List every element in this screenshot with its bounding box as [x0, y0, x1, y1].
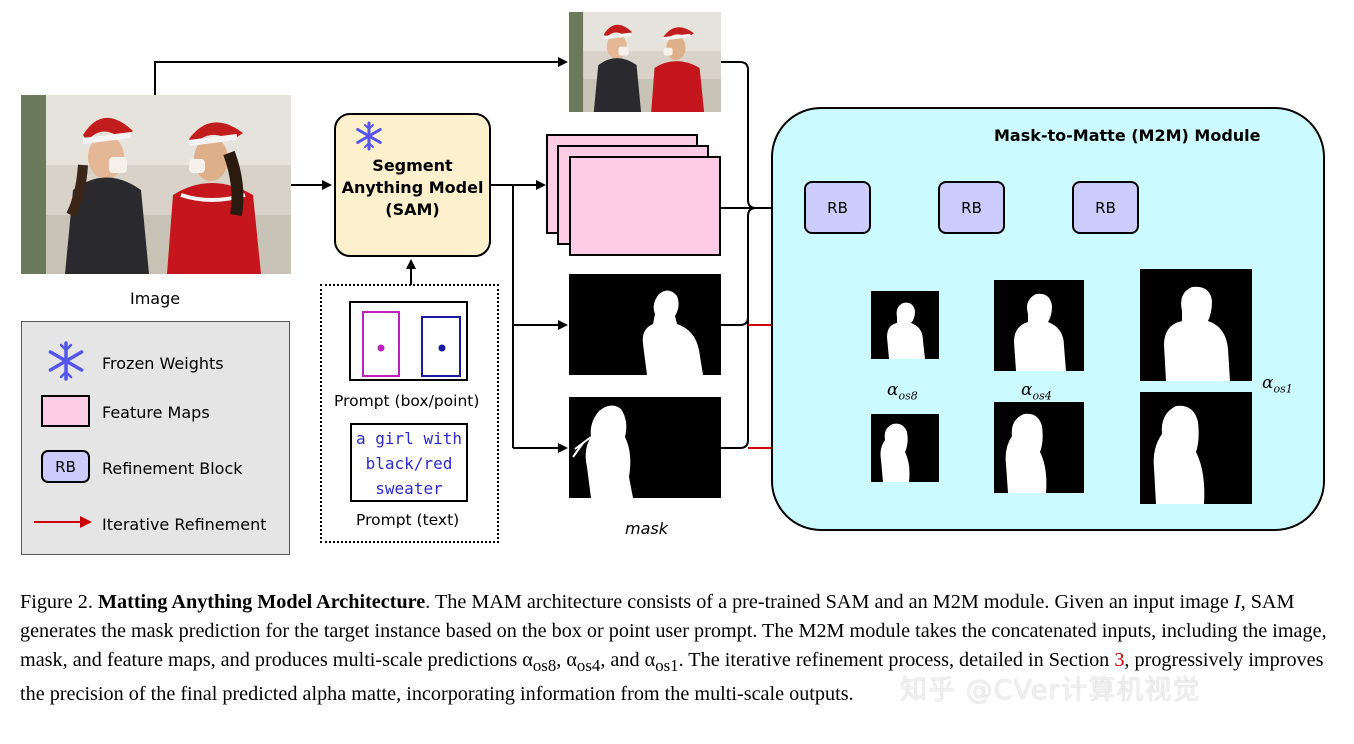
refinement-block-2: RB: [938, 181, 1005, 234]
red-arrow-icon: [34, 516, 92, 528]
input-photo: [21, 95, 291, 274]
alpha-os8-label: αos8: [887, 380, 918, 403]
arrow-image-to-photo: [154, 57, 568, 95]
legend-rb-swatch: RB: [41, 450, 90, 483]
mask-label: mask: [625, 519, 668, 538]
alpha-os1-matte-2: [1140, 392, 1252, 504]
image-label: Image: [130, 289, 181, 308]
sam-block: Segment Anything Model (SAM): [334, 113, 491, 257]
section-ref-link[interactable]: 3: [1114, 649, 1125, 671]
feature-map-front: [569, 156, 721, 256]
caption-figure-number: Figure 2.: [20, 591, 93, 613]
prompt-box-point-panel: [349, 301, 468, 381]
sam-label: Segment Anything Model (SAM): [341, 156, 484, 219]
mask-image-2: [569, 397, 721, 498]
refinement-block-3: RB: [1072, 181, 1139, 234]
alpha-os4-label: αos4: [1021, 380, 1052, 403]
legend-frozen-label: Frozen Weights: [102, 354, 224, 373]
legend: Frozen Weights Feature Maps RB Refinemen…: [21, 321, 290, 555]
alpha-os4-matte-1: [994, 280, 1084, 371]
box-point-illustration: [362, 311, 461, 377]
alpha-os4-matte-2: [994, 402, 1084, 493]
legend-iterative-label: Iterative Refinement: [102, 515, 267, 534]
prompt-box-point-label: Prompt (box/point): [334, 392, 480, 410]
mask-image-1: [569, 274, 721, 375]
alpha-os1-label: αos1: [1262, 373, 1293, 396]
prompt-text-content: a girl with black/red sweater: [356, 429, 462, 498]
legend-rb-label: Refinement Block: [102, 459, 243, 478]
legend-feature-swatch: [41, 395, 90, 427]
input-photo-small: [569, 12, 721, 112]
watermark: 知乎 @CVer计算机视觉: [900, 675, 1201, 706]
line-photo-down: [721, 61, 757, 209]
figure-caption: Figure 2. Matting Anything Model Archite…: [20, 591, 1327, 706]
caption-title: Matting Anything Model Architecture: [97, 591, 426, 613]
snowflake-icon: [356, 121, 382, 151]
alpha-os8-matte-1: [871, 291, 939, 359]
line-mask1-up: [721, 207, 757, 326]
prompt-text-panel: a girl with black/red sweater: [350, 423, 468, 502]
alpha-os1-matte-1: [1140, 269, 1252, 381]
snowflake-icon: [48, 341, 84, 381]
prompt-container: [320, 284, 499, 543]
m2m-title: Mask-to-Matte (M2M) Module: [994, 126, 1261, 145]
line-mask2-up: [721, 216, 749, 449]
legend-feature-label: Feature Maps: [102, 403, 210, 422]
refinement-block-1: RB: [804, 181, 871, 234]
prompt-text-label: Prompt (text): [356, 511, 460, 529]
alpha-os8-matte-2: [871, 414, 939, 482]
